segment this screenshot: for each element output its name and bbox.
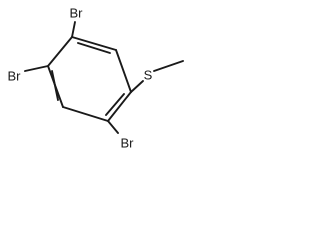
chemical-structure: Br Br Br S (8, 6, 184, 151)
ring-bond-3 (107, 91, 132, 122)
atom-label-br-bottom: Br (121, 136, 135, 151)
substituent-bonds (24, 21, 184, 134)
ring-bond-2 (115, 49, 132, 93)
bond-ring-to-br-bottom (107, 120, 119, 134)
ring-bond-4 (62, 106, 109, 122)
bond-ring-to-br-top (71, 21, 76, 38)
bond-ring-to-sulfur (130, 80, 144, 93)
ring-bond-6 (47, 36, 73, 67)
atom-label-br-top: Br (70, 6, 84, 21)
ring-bond-1 (71, 36, 117, 51)
ring-double-bond-inner-2 (105, 93, 125, 116)
atom-label-br-left: Br (8, 69, 22, 84)
ring-double-bond-inner-3 (51, 70, 59, 101)
bond-sulfur-to-methyl (153, 60, 184, 72)
bond-ring-to-br-left (24, 65, 49, 72)
atom-label-sulfur: S (144, 68, 153, 83)
atom-labels: Br Br Br S (8, 6, 153, 151)
ring-double-bond-inner-1 (77, 42, 111, 54)
benzene-ring (47, 36, 132, 122)
